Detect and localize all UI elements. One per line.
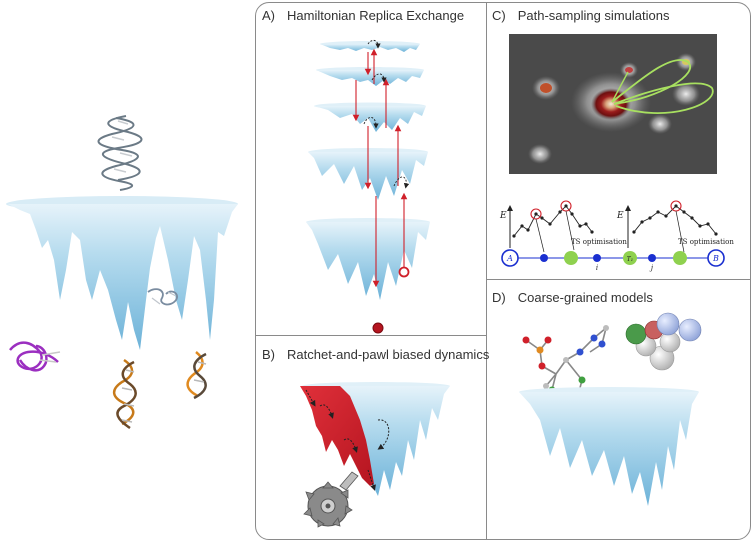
panel-b-title: B) Ratchet-and-pawl biased dynamics (262, 347, 489, 362)
energy-axis-label-left: E (499, 211, 507, 221)
path-sampling-heatmap (509, 34, 717, 174)
node-a-label: A (506, 254, 513, 263)
panel-a-title: A) Hamiltonian Replica Exchange (262, 8, 464, 23)
path-node-chain: A i T₁ j B (501, 249, 725, 272)
replica-state-filled (372, 322, 384, 334)
panel-d-label: D) (492, 290, 506, 305)
node-t-label: T₁ (627, 256, 633, 263)
panel-b-label: B) (262, 347, 275, 362)
panel-c-label: C) (492, 8, 506, 23)
replica-state-open (398, 266, 410, 278)
ratchet-gear-icon (303, 471, 359, 528)
panel-c-title-text: Path-sampling simulations (517, 8, 670, 23)
panel-a-title-text: Hamiltonian Replica Exchange (287, 8, 465, 23)
ts-label-left: TS optimisation (571, 238, 627, 246)
ratchet-path (305, 389, 390, 491)
dna-orange-right (186, 351, 207, 400)
panels-frame (255, 2, 751, 540)
coarse-grained-landscape (519, 387, 699, 506)
atomistic-atoms (522, 325, 609, 404)
exchange-arrows (352, 48, 408, 288)
energy-plot-right: E TS optimisation (616, 200, 734, 253)
dna-coil-middle (147, 288, 178, 306)
ratchet-landscape (300, 382, 450, 496)
panel-d-title-text: Coarse-grained models (517, 290, 653, 305)
dna-orange-left (113, 358, 137, 430)
energy-axis-label-right: E (616, 211, 624, 221)
panel-divider-left (256, 335, 487, 337)
energy-plot-left: E TS optimisation (499, 200, 627, 253)
panel-divider-right (486, 279, 750, 281)
main-landscape (6, 196, 238, 350)
panel-b-title-text: Ratchet-and-pawl biased dynamics (287, 347, 490, 362)
node-j-label: j (649, 264, 654, 272)
node-i-label: i (596, 264, 598, 272)
rna-purple (9, 341, 61, 372)
dna-helix-top (97, 115, 143, 191)
ts-label-right: TS optimisation (678, 238, 734, 246)
panel-divider-vertical (486, 2, 488, 540)
node-b-label: B (712, 254, 719, 263)
coarse-grained-beads (625, 312, 702, 371)
panel-a-label: A) (262, 8, 275, 23)
local-moves (363, 39, 410, 189)
panel-d-title: D) Coarse-grained models (492, 290, 653, 305)
panel-c-title: C) Path-sampling simulations (492, 8, 669, 23)
